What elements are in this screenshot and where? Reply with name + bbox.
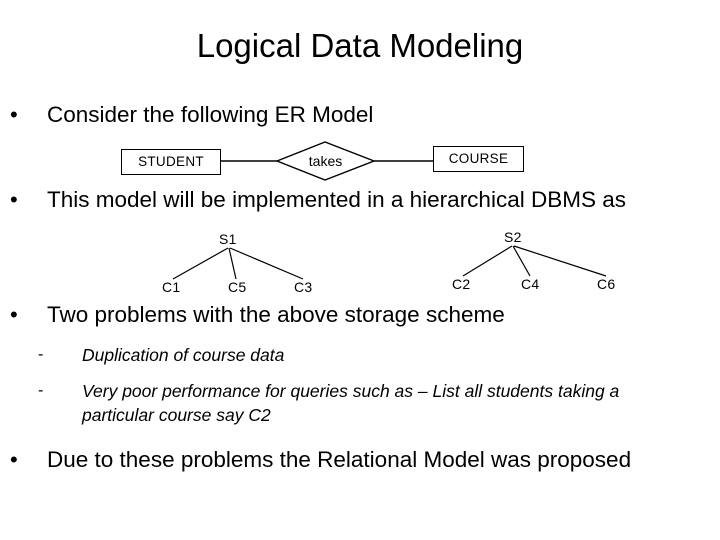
tree-node-c5: C5 xyxy=(228,279,247,295)
tree-edge-s1-c5 xyxy=(228,247,237,280)
tree-node-c2: C2 xyxy=(452,276,471,292)
bullet-text-3: Two problems with the above storage sche… xyxy=(47,302,505,327)
tree-node-s2: S2 xyxy=(504,229,522,245)
dash-marker-icon: - xyxy=(38,346,44,363)
bullet-marker-icon: • xyxy=(10,302,18,327)
bullet-text-4: Due to these problems the Relational Mod… xyxy=(47,447,632,472)
entity-box-student: STUDENT xyxy=(121,149,221,175)
tree-node-c4: C4 xyxy=(521,276,540,292)
bullet-text-1: Consider the following ER Model xyxy=(47,102,374,127)
sub-bullet-text-2: Very poor performance for queries such a… xyxy=(82,381,625,425)
relationship-label: takes xyxy=(308,153,343,169)
bullet-marker-icon: • xyxy=(10,447,18,472)
tree-edge-s2-c4 xyxy=(512,245,531,277)
bullet-marker-icon: • xyxy=(10,102,18,127)
tree-node-c6: C6 xyxy=(597,276,616,292)
bullet-text-2: This model will be implemented in a hier… xyxy=(47,187,626,212)
tree-node-c3: C3 xyxy=(294,279,313,295)
sub-bullet-text-1: Duplication of course data xyxy=(82,345,285,365)
dash-marker-icon: - xyxy=(38,382,44,399)
tree-edge-s1-c1 xyxy=(172,247,229,280)
tree-node-c1: C1 xyxy=(162,279,181,295)
page-title: Logical Data Modeling xyxy=(196,27,524,64)
tree-node-s1: S1 xyxy=(219,231,237,247)
entity-box-course: COURSE xyxy=(433,146,524,172)
bullet-marker-icon: • xyxy=(10,187,18,212)
tree-edge-s2-c6 xyxy=(513,245,607,277)
tree-edge-s2-c2 xyxy=(462,245,513,277)
tree-edge-s1-c3 xyxy=(229,247,304,280)
